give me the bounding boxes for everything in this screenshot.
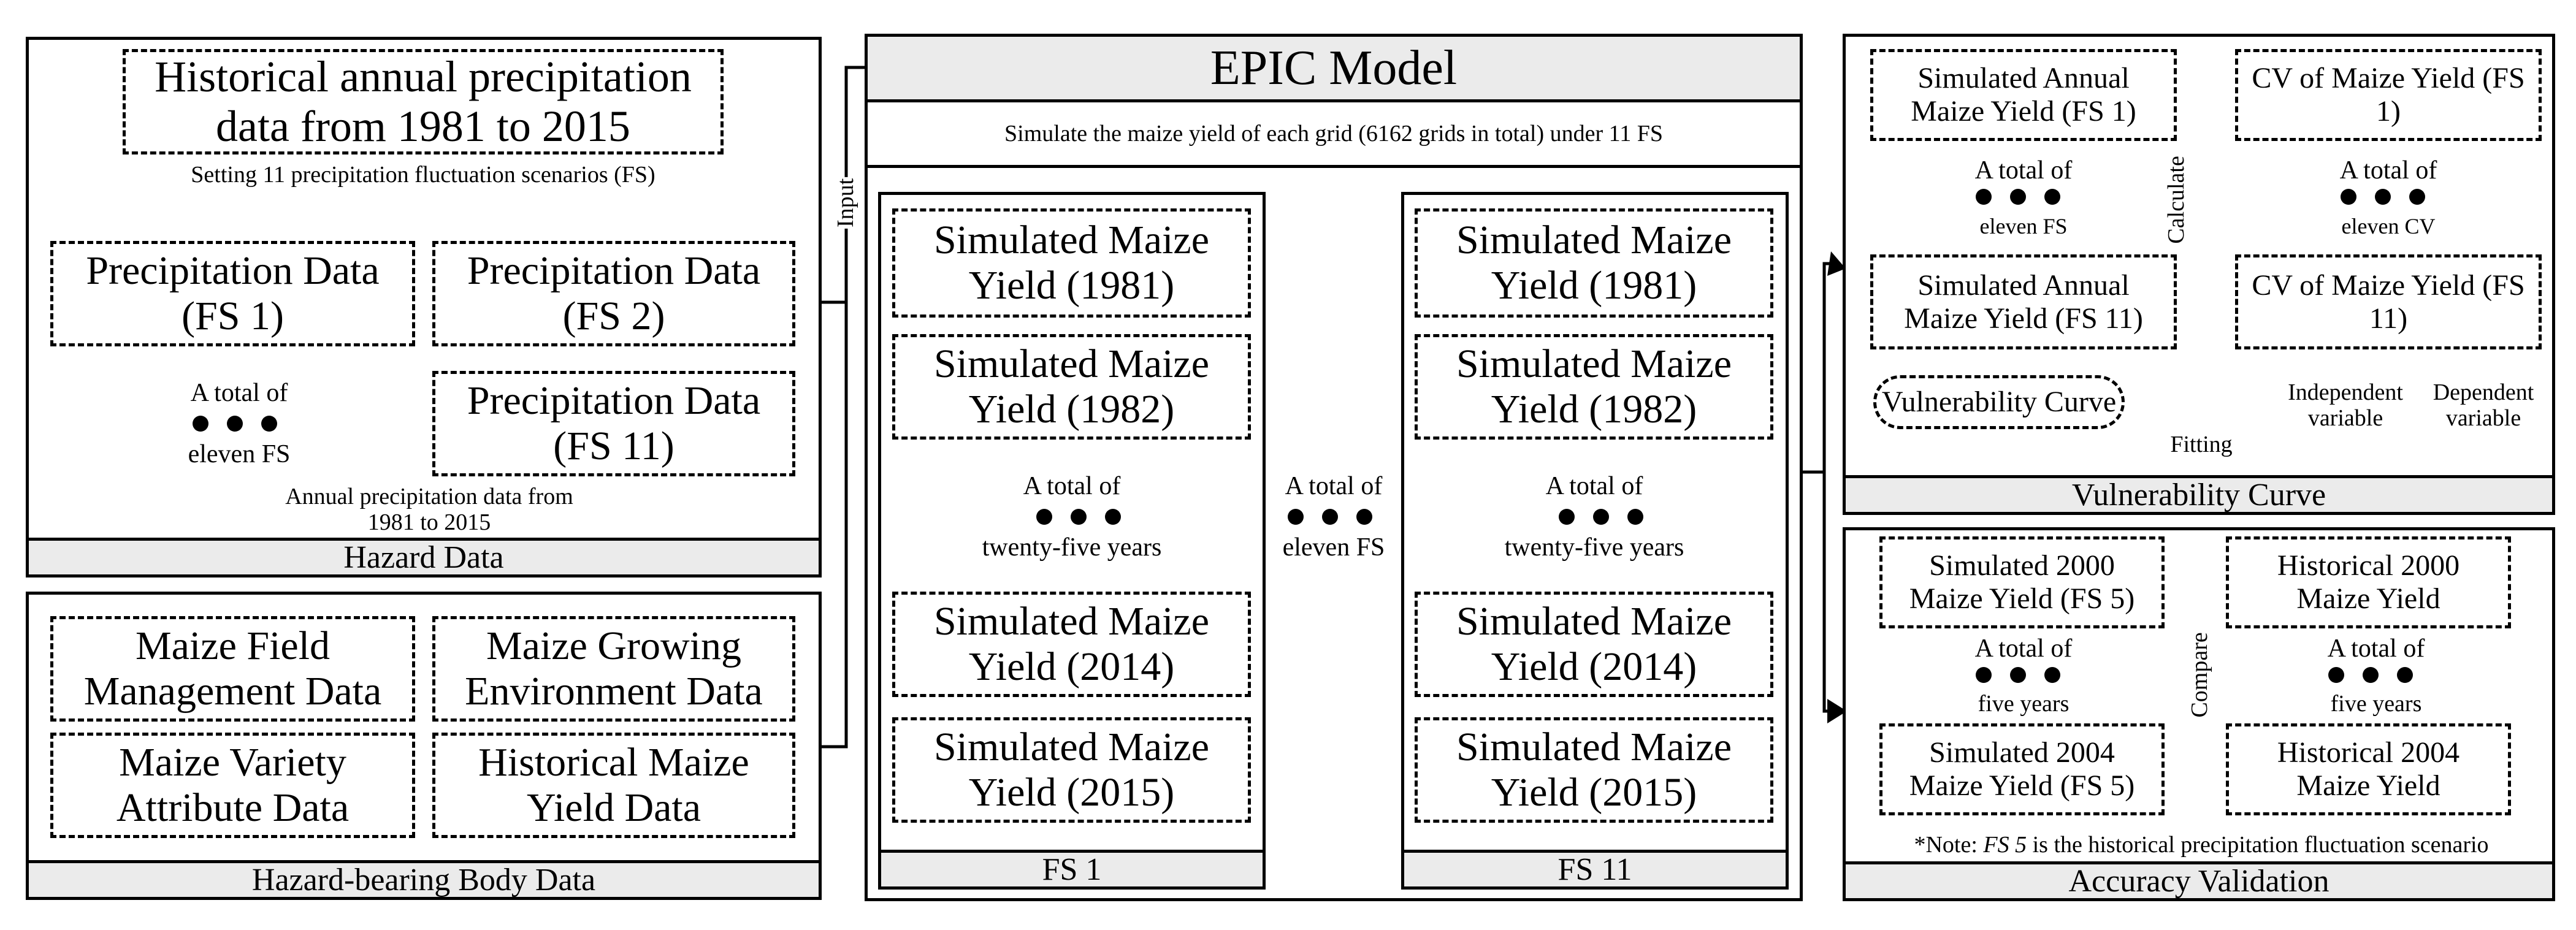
epic-title-bar: EPIC Model [865,34,1803,102]
fs1-column-footer: FS 1 [881,850,1263,887]
sim-annual-fs1-box: Simulated Annual Maize Yield (FS 1) [1870,49,2177,141]
hazard-ellipsis-icon [193,416,277,432]
fs11-yield-1982-box: Simulated Maize Yield (1982) [1415,334,1773,440]
hazard-total-label: A total of [190,379,288,407]
epic-title: EPIC Model [1210,40,1458,95]
fs1-yield-2015-box: Simulated Maize Yield (2015) [892,717,1251,823]
fs1-ellipsis-icon [1036,509,1121,525]
vuln-right-ellipsis-icon [2341,189,2425,205]
cv-fs1-box: CV of Maize Yield (FS 1) [2235,49,2542,141]
fs1-total-label: A total of [1023,472,1121,500]
fs11-ellipsis-icon [1559,509,1643,525]
precipitation-fs2-box: Precipitation Data (FS 2) [432,241,795,346]
fs11-yield-1981-box: Simulated Maize Yield (1981) [1415,208,1773,318]
precipitation-fs1-box: Precipitation Data (FS 1) [50,241,415,346]
epic-middle-total-label: A total of [1285,472,1383,500]
precipitation-fs11-box: Precipitation Data (FS 11) [432,371,795,476]
dependent-variable-label: Dependent variable [2433,379,2534,431]
independent-variable-label: Independent variable [2288,379,2403,431]
vuln-left-ellipsis-icon [1976,189,2060,205]
hist-2004-box: Historical 2004 Maize Yield [2226,723,2511,815]
fitting-label: Fitting [2170,432,2233,457]
compare-label: Compare [2187,632,2213,718]
annual-precipitation-label: Annual precipitation data from 1981 to 2… [264,484,595,536]
fs1-yield-2014-box: Simulated Maize Yield (2014) [892,592,1251,697]
hazard-eleven-fs-label: eleven FS [188,440,291,468]
vulnerability-curve-box: Vulnerability Curve [1873,375,2125,429]
cv-fs11-box: CV of Maize Yield (FS 11) [2235,254,2542,349]
epic-middle-eleven-label: eleven FS [1282,533,1385,562]
vuln-total-right-label: A total of [2339,156,2437,185]
vulnerability-footer: Vulnerability Curve [1846,475,2552,513]
acc-five-left-label: five years [1978,691,2070,717]
historical-precipitation-box: Historical annual precipitation data fro… [123,49,724,154]
fs11-yield-2014-box: Simulated Maize Yield (2014) [1415,592,1773,697]
historical-yield-box: Historical Maize Yield Data [432,733,795,838]
accuracy-note: *Note: FS 5 is the historical precipitat… [1914,832,2489,858]
input-label: Input [833,177,859,229]
hazard-data-footer: Hazard Data [29,538,819,575]
hist-2000-box: Historical 2000 Maize Yield [2226,536,2511,628]
fs11-column-footer: FS 11 [1404,850,1786,887]
epic-simulate-text: Simulate the maize yield of each grid (6… [1004,121,1663,147]
sim-2004-box: Simulated 2004 Maize Yield (FS 5) [1879,723,2165,815]
vuln-eleven-fs-label: eleven FS [1979,214,2068,238]
fs11-total-label: A total of [1545,472,1643,500]
setting-scenarios-label: Setting 11 precipitation fluctuation sce… [191,162,655,188]
epic-simulate-bar: Simulate the maize yield of each grid (6… [865,99,1803,168]
calculate-label: Calculate [2163,156,2190,244]
sim-2000-box: Simulated 2000 Maize Yield (FS 5) [1879,536,2165,628]
acc-five-right-label: five years [2330,691,2422,717]
fs11-years-label: twenty-five years [1504,533,1684,562]
fs11-yield-2015-box: Simulated Maize Yield (2015) [1415,717,1773,823]
epic-middle-ellipsis-icon [1288,509,1372,525]
sim-annual-fs11-box: Simulated Annual Maize Yield (FS 11) [1870,254,2177,349]
growing-environment-box: Maize Growing Environment Data [432,616,795,722]
variety-attribute-box: Maize Variety Attribute Data [50,733,415,838]
epic-to-right [1800,262,1840,474]
vuln-total-left-label: A total of [1974,156,2073,185]
acc-total-right-label: A total of [2327,635,2425,663]
field-management-box: Maize Field Management Data [50,616,415,722]
acc-total-left-label: A total of [1974,635,2073,663]
acc-left-ellipsis-icon [1976,667,2060,683]
body-data-footer: Hazard-bearing Body Data [29,860,819,898]
fs1-years-label: twenty-five years [982,533,1162,562]
accuracy-footer: Accuracy Validation [1846,861,2552,899]
fs1-yield-1981-box: Simulated Maize Yield (1981) [892,208,1251,318]
acc-right-ellipsis-icon [2328,667,2413,683]
fs1-yield-1982-box: Simulated Maize Yield (1982) [892,334,1251,440]
vuln-eleven-cv-label: eleven CV [2341,214,2436,238]
